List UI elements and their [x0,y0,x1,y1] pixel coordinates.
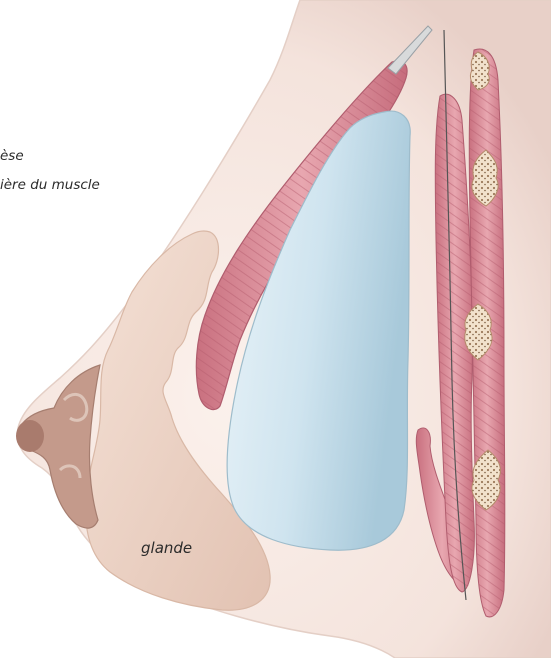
implant-label-line-2: ière du muscle [0,177,100,194]
gland-label: glande [141,540,192,557]
nipple [16,420,44,452]
implant-label-line-1: èse [0,148,24,165]
